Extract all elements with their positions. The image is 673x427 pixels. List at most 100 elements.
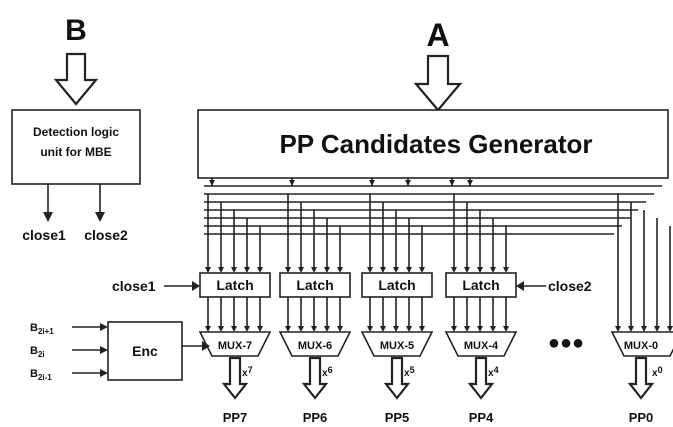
latch-1-to-mux-arrowhead-4 — [337, 326, 343, 332]
detection-logic-box — [11, 109, 141, 185]
mux-0-input-arrowhead-2 — [641, 326, 647, 332]
mux-7-label: MUX-7 — [218, 340, 252, 352]
latch-2-to-mux-arrowhead-2 — [393, 326, 399, 332]
close1-out-arrowhead — [43, 212, 53, 222]
latch-1-to-mux-arrowhead-1 — [298, 326, 304, 332]
pp4-label: PP4 — [469, 410, 494, 425]
close1-latch-label: close1 — [112, 278, 156, 294]
latch-4: Latch — [445, 272, 517, 298]
latch-7-box — [199, 272, 271, 298]
detection-logic-line2: unit for MBE — [40, 145, 111, 159]
mux-0: MUX-0 — [610, 331, 673, 357]
mux-5-shape — [360, 331, 434, 357]
latch-5: Latch — [361, 272, 433, 298]
mux-4-shape — [444, 331, 518, 357]
latch-0-input-arrowhead-4 — [257, 267, 263, 273]
latch-3-to-mux-arrowhead-2 — [477, 326, 483, 332]
latch-6: Latch — [279, 272, 351, 298]
encoder-label: Enc — [132, 343, 158, 359]
mux-6-shape — [278, 331, 352, 357]
gen-tap-arrowhead-4 — [449, 180, 455, 186]
mux-4: MUX-4 — [444, 331, 518, 357]
pp7-label: PP7 — [223, 410, 248, 425]
mux-6-label: MUX-6 — [298, 340, 332, 352]
latch-1-input-arrowhead-3 — [324, 267, 330, 273]
close2-out-arrowhead — [95, 212, 105, 222]
latch-3-to-mux-arrowhead-3 — [490, 326, 496, 332]
latch-3-input-arrowhead-2 — [477, 267, 483, 273]
latch-7-label: Latch — [216, 277, 253, 293]
mux-0-input-arrowhead-0 — [615, 326, 621, 332]
latch-0-to-mux-arrowhead-4 — [257, 326, 263, 332]
latch-1-input-arrowhead-1 — [298, 267, 304, 273]
encoder-box — [107, 321, 183, 381]
candidate-bus — [204, 178, 673, 332]
latch-2-to-mux-arrowhead-3 — [406, 326, 412, 332]
latch-2-input-arrowhead-3 — [406, 267, 412, 273]
gen-tap-arrowhead-0 — [209, 180, 215, 186]
encoder-input-2-arrowhead — [100, 346, 108, 354]
input-b-arrow — [53, 52, 99, 106]
mux-6-output-arrow — [301, 356, 329, 400]
close1-latch-arrowhead — [192, 281, 200, 291]
close2-latch-label: close2 — [548, 278, 592, 294]
input-b-label: B — [65, 14, 87, 47]
latch-3-to-mux-arrowhead-1 — [464, 326, 470, 332]
latch-to-mux-lines — [205, 297, 509, 332]
latch-6-label: Latch — [296, 277, 333, 293]
latch-1-input-arrowhead-4 — [337, 267, 343, 273]
latch-3-input-arrowhead-0 — [451, 267, 457, 273]
latch-0-to-mux-arrowhead-0 — [205, 326, 211, 332]
encoder-input-2-label: B2i — [30, 345, 45, 359]
encoder-input-3-arrowhead — [100, 369, 108, 377]
mux-7-shape — [198, 331, 272, 357]
encoder-input-3-label: B2i-1 — [30, 368, 52, 382]
detection-logic-line1: Detection logic — [33, 125, 119, 139]
mux-4-label: MUX-4 — [464, 340, 499, 352]
mux-0-input-arrowhead-1 — [628, 326, 634, 332]
gen-tap-arrowhead-2 — [369, 180, 375, 186]
latch-0-to-mux-arrowhead-2 — [231, 326, 237, 332]
latch-2-to-mux-arrowhead-4 — [419, 326, 425, 332]
latch-3-input-arrowhead-1 — [464, 267, 470, 273]
latch-2-input-arrowhead-0 — [367, 267, 373, 273]
mux-5: MUX-5 — [360, 331, 434, 357]
latch-5-box — [361, 272, 433, 298]
latch-2-input-arrowhead-2 — [393, 267, 399, 273]
latch-1-input-arrowhead-2 — [311, 267, 317, 273]
latch-3-input-arrowhead-3 — [490, 267, 496, 273]
mux-5-shift-label: x5 — [404, 365, 415, 379]
pp6-label: PP6 — [303, 410, 328, 425]
mux-7-output-arrow — [221, 356, 249, 400]
close2-output-label: close2 — [84, 227, 128, 243]
mux-4-shift-label: x4 — [488, 365, 499, 379]
mux-0-label: MUX-0 — [624, 340, 658, 352]
latch-1-to-mux-arrowhead-3 — [324, 326, 330, 332]
latch-3-input-arrowhead-4 — [503, 267, 509, 273]
mux-5-output-arrow — [383, 356, 411, 400]
latch-1-to-mux-arrowhead-0 — [285, 326, 291, 332]
latch-3-to-mux-arrowhead-4 — [503, 326, 509, 332]
pp-candidates-generator-label: PP Candidates Generator — [279, 129, 592, 159]
gen-tap-arrowhead-3 — [405, 180, 411, 186]
latch-2-input-arrowhead-1 — [380, 267, 386, 273]
pp5-label: PP5 — [385, 410, 410, 425]
mux-0-input-arrowhead-3 — [654, 326, 660, 332]
ellipsis-dots: ●●● — [548, 332, 584, 354]
mux-6: MUX-6 — [278, 331, 352, 357]
latch-1-input-arrowhead-0 — [285, 267, 291, 273]
input-a-label: A — [426, 17, 449, 53]
mux-0-shape — [610, 331, 673, 357]
latch-0-input-arrowhead-3 — [244, 267, 250, 273]
close1-output-label: close1 — [22, 227, 66, 243]
latch-7: Latch — [199, 272, 271, 298]
pp0-label: PP0 — [629, 410, 654, 425]
mux-7-shift-label: x7 — [242, 365, 253, 379]
latch-6-box — [279, 272, 351, 298]
mux-5-label: MUX-5 — [380, 340, 414, 352]
latch-0-input-arrowhead-0 — [205, 267, 211, 273]
mux-4-output-arrow — [467, 356, 495, 400]
mux-7: MUX-7 — [198, 331, 272, 357]
latch-4-label: Latch — [462, 277, 499, 293]
